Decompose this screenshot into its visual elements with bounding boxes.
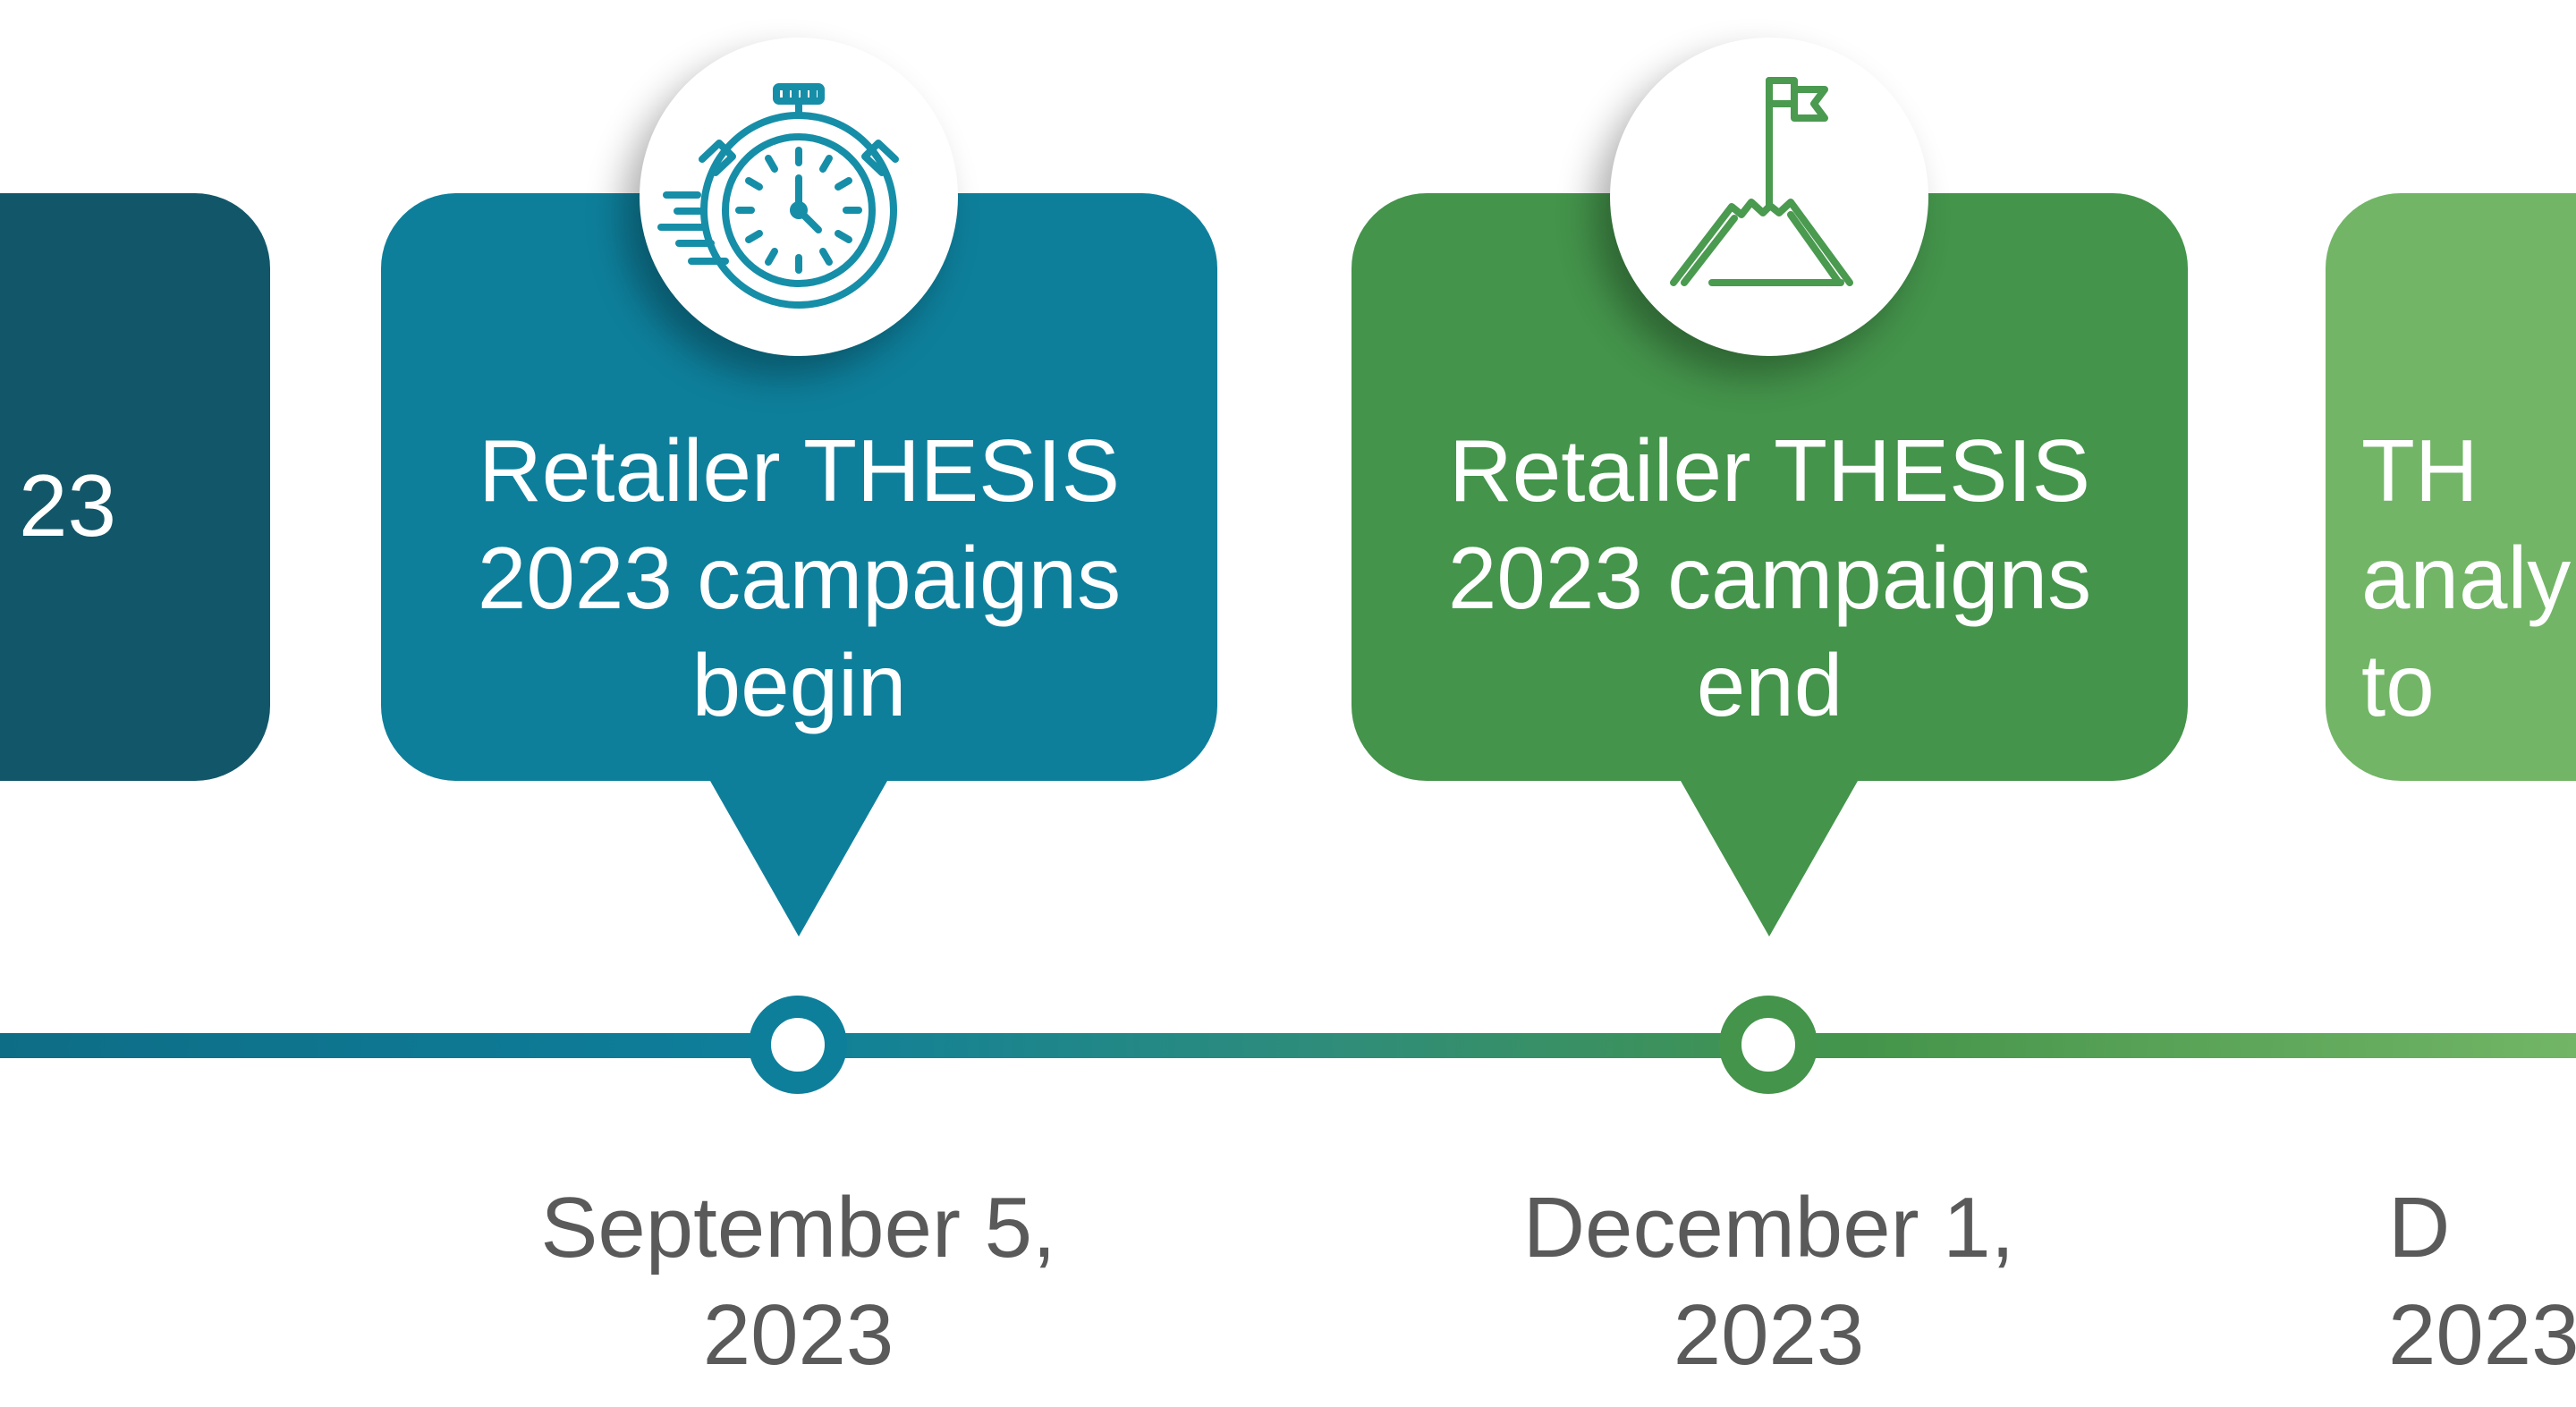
timeline-card-text-partial-right: TH analy to <box>2361 421 2572 734</box>
stopwatch-icon <box>657 83 899 309</box>
timeline-date-begin: September 5, 2023 <box>540 1180 1056 1383</box>
mountain-flag-icon-badge <box>1610 38 1928 356</box>
timeline-card-partial-right <box>2326 193 2576 781</box>
timeline-line <box>0 1033 2576 1058</box>
timeline-card-pointer-end <box>1677 775 1861 937</box>
timeline-node-begin <box>749 996 847 1094</box>
timeline-date-end: December 1, 2023 <box>1522 1180 2015 1383</box>
timeline-card-text-begin: Retailer THESIS 2023 campaigns begin <box>477 421 1122 734</box>
timeline-card-text-end: Retailer THESIS 2023 campaigns end <box>1447 421 2092 734</box>
timeline-date-partial-right: D 2023 <box>2388 1180 2576 1383</box>
timeline-card-partial-left <box>0 193 270 781</box>
timeline-card-pointer-begin <box>707 775 891 937</box>
timeline-card-text-partial-left: 23 <box>18 456 116 555</box>
mountain-flag-icon <box>1670 77 1853 286</box>
timeline-node-end <box>1719 996 1818 1094</box>
stopwatch-icon-badge <box>640 38 958 356</box>
